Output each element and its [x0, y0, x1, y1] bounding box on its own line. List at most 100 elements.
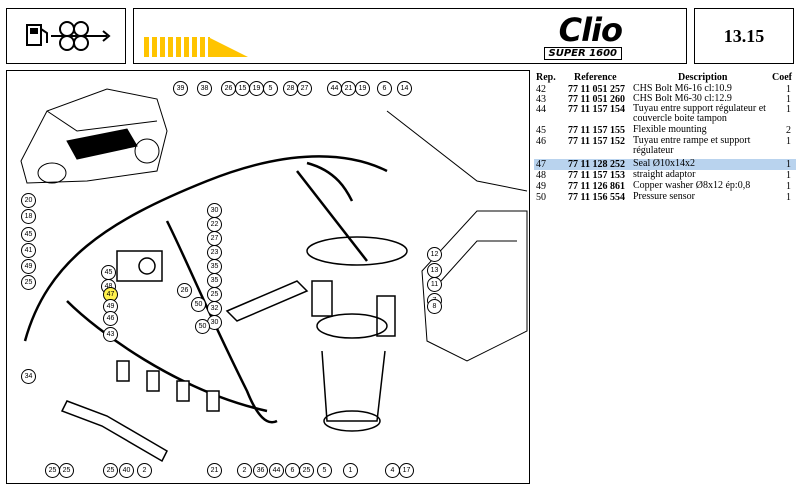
- reference: 77 11 157 154: [568, 104, 625, 115]
- callout-43[interactable]: 43: [103, 327, 118, 342]
- callout-45b[interactable]: 45: [101, 265, 116, 280]
- page-number: 13.15: [723, 26, 765, 46]
- callout-bottom-3[interactable]: 25: [103, 463, 118, 478]
- callout-35[interactable]: 35: [207, 259, 222, 274]
- reference: 77 11 157 152: [568, 136, 625, 147]
- brand-subtitle: SUPER 1600: [543, 47, 622, 60]
- callout-23[interactable]: 23: [207, 245, 222, 260]
- callout-12[interactable]: 12: [427, 247, 442, 262]
- description: Copper washer Ø8x12 ép:0,8: [633, 180, 751, 191]
- callout-27b[interactable]: 27: [207, 231, 222, 246]
- callout-bottom-10[interactable]: 6: [285, 463, 300, 478]
- col-description-header: Description: [678, 72, 728, 83]
- callout-6[interactable]: 6: [377, 81, 392, 96]
- coef: 1: [786, 94, 791, 105]
- reference: 77 11 156 554: [568, 192, 625, 203]
- callout-35b[interactable]: 35: [207, 273, 222, 288]
- reference: 77 11 157 153: [568, 170, 625, 181]
- fuel-system-drawing: [20, 88, 528, 463]
- callout-41[interactable]: 41: [21, 243, 36, 258]
- rep: 47: [536, 159, 546, 170]
- description: CHS Bolt M6-30 cl:12.9: [633, 93, 732, 104]
- callout-27[interactable]: 27: [297, 81, 312, 96]
- callout-bottom-11[interactable]: 25: [299, 463, 314, 478]
- callout-bottom-9[interactable]: 36: [253, 463, 268, 478]
- reference: 77 11 126 861: [568, 181, 625, 192]
- callout-bottom-12[interactable]: 5: [317, 463, 332, 478]
- description: Seal Ø10x14x2: [633, 158, 695, 169]
- fuel-rail: [60, 360, 220, 463]
- rep: 45: [536, 125, 546, 136]
- page-number-box: 13.15: [694, 8, 794, 64]
- reference: 77 11 128 252: [568, 159, 625, 170]
- callout-19b[interactable]: 19: [355, 81, 370, 96]
- callout-bottom-15[interactable]: 17: [399, 463, 414, 478]
- coef: 1: [786, 84, 791, 95]
- fuel-pump-icon: [26, 21, 111, 51]
- callout-18[interactable]: 18: [21, 209, 36, 224]
- col-coef-header: Coef: [772, 72, 792, 83]
- fuel-system-icon-box: [6, 8, 126, 64]
- table-row-highlighted[interactable]: 47 77 11 128 252 Seal Ø10x14x2 1: [534, 159, 796, 170]
- callout-45[interactable]: 45: [21, 227, 36, 242]
- car-illustration: [20, 88, 168, 184]
- callout-bottom-8[interactable]: 44: [269, 463, 284, 478]
- exploded-parts-diagram: 39 38 26 15 19 5 28 27 44 21 19 6 14 20 …: [6, 70, 530, 484]
- coef: 1: [786, 170, 791, 181]
- callout-11[interactable]: 11: [427, 277, 442, 292]
- callout-bottom-13[interactable]: 1: [343, 463, 358, 478]
- callout-19[interactable]: 19: [249, 81, 264, 96]
- callout-25b[interactable]: 25: [207, 287, 222, 302]
- callout-bottom-2[interactable]: 25: [59, 463, 74, 478]
- col-reference-header: Reference: [574, 72, 617, 83]
- reference: 77 11 051 257: [568, 84, 625, 95]
- rep: 48: [536, 170, 546, 181]
- callout-46[interactable]: 46: [103, 311, 118, 326]
- callout-39[interactable]: 39: [173, 81, 188, 96]
- callout-26b[interactable]: 26: [177, 283, 192, 298]
- callout-bottom-7[interactable]: 2: [237, 463, 252, 478]
- callout-13[interactable]: 13: [427, 263, 442, 278]
- callout-bottom-14[interactable]: 4: [385, 463, 400, 478]
- callout-22[interactable]: 22: [207, 217, 222, 232]
- callout-14[interactable]: 14: [397, 81, 412, 96]
- callout-32[interactable]: 32: [207, 301, 222, 316]
- callout-5[interactable]: 5: [263, 81, 278, 96]
- brand-title: Clio: [558, 11, 623, 49]
- description: straight adaptor: [633, 169, 696, 180]
- mounting-bracket: [225, 280, 309, 322]
- callout-25[interactable]: 25: [21, 275, 36, 290]
- callout-bottom-4[interactable]: 40: [119, 463, 134, 478]
- rep: 50: [536, 192, 546, 203]
- callout-15[interactable]: 15: [235, 81, 250, 96]
- reference: 77 11 051 260: [568, 94, 625, 105]
- callout-21[interactable]: 21: [341, 81, 356, 96]
- callout-bottom-6[interactable]: 21: [207, 463, 222, 478]
- callout-26[interactable]: 26: [221, 81, 236, 96]
- rep: 44: [536, 104, 546, 115]
- rep: 43: [536, 94, 546, 105]
- callout-38[interactable]: 38: [197, 81, 212, 96]
- callout-34[interactable]: 34: [21, 369, 36, 384]
- description: Tuyau entre support régulateur et couver…: [633, 103, 766, 124]
- description: Tuyau entre rampe et support régulateur: [633, 135, 751, 156]
- coef: 2: [786, 125, 791, 136]
- reference: 77 11 157 155: [568, 125, 625, 136]
- callout-49[interactable]: 49: [21, 259, 36, 274]
- rep: 49: [536, 181, 546, 192]
- fuel-tank-parts: [306, 236, 408, 432]
- body-panel: [386, 110, 528, 362]
- yellow-stripes-logo: [144, 37, 210, 57]
- callout-28[interactable]: 28: [283, 81, 298, 96]
- brand-header: Clio SUPER 1600: [133, 8, 687, 64]
- callout-20[interactable]: 20: [21, 193, 36, 208]
- callout-bottom-5[interactable]: 2: [137, 463, 152, 478]
- regulator-block: [116, 250, 163, 282]
- callout-bottom-1[interactable]: 25: [45, 463, 60, 478]
- callout-50[interactable]: 50: [195, 319, 210, 334]
- callout-30[interactable]: 30: [207, 203, 222, 218]
- rep: 46: [536, 136, 546, 147]
- callout-50b[interactable]: 50: [191, 297, 206, 312]
- callout-8[interactable]: 8: [427, 299, 442, 314]
- callout-44[interactable]: 44: [327, 81, 342, 96]
